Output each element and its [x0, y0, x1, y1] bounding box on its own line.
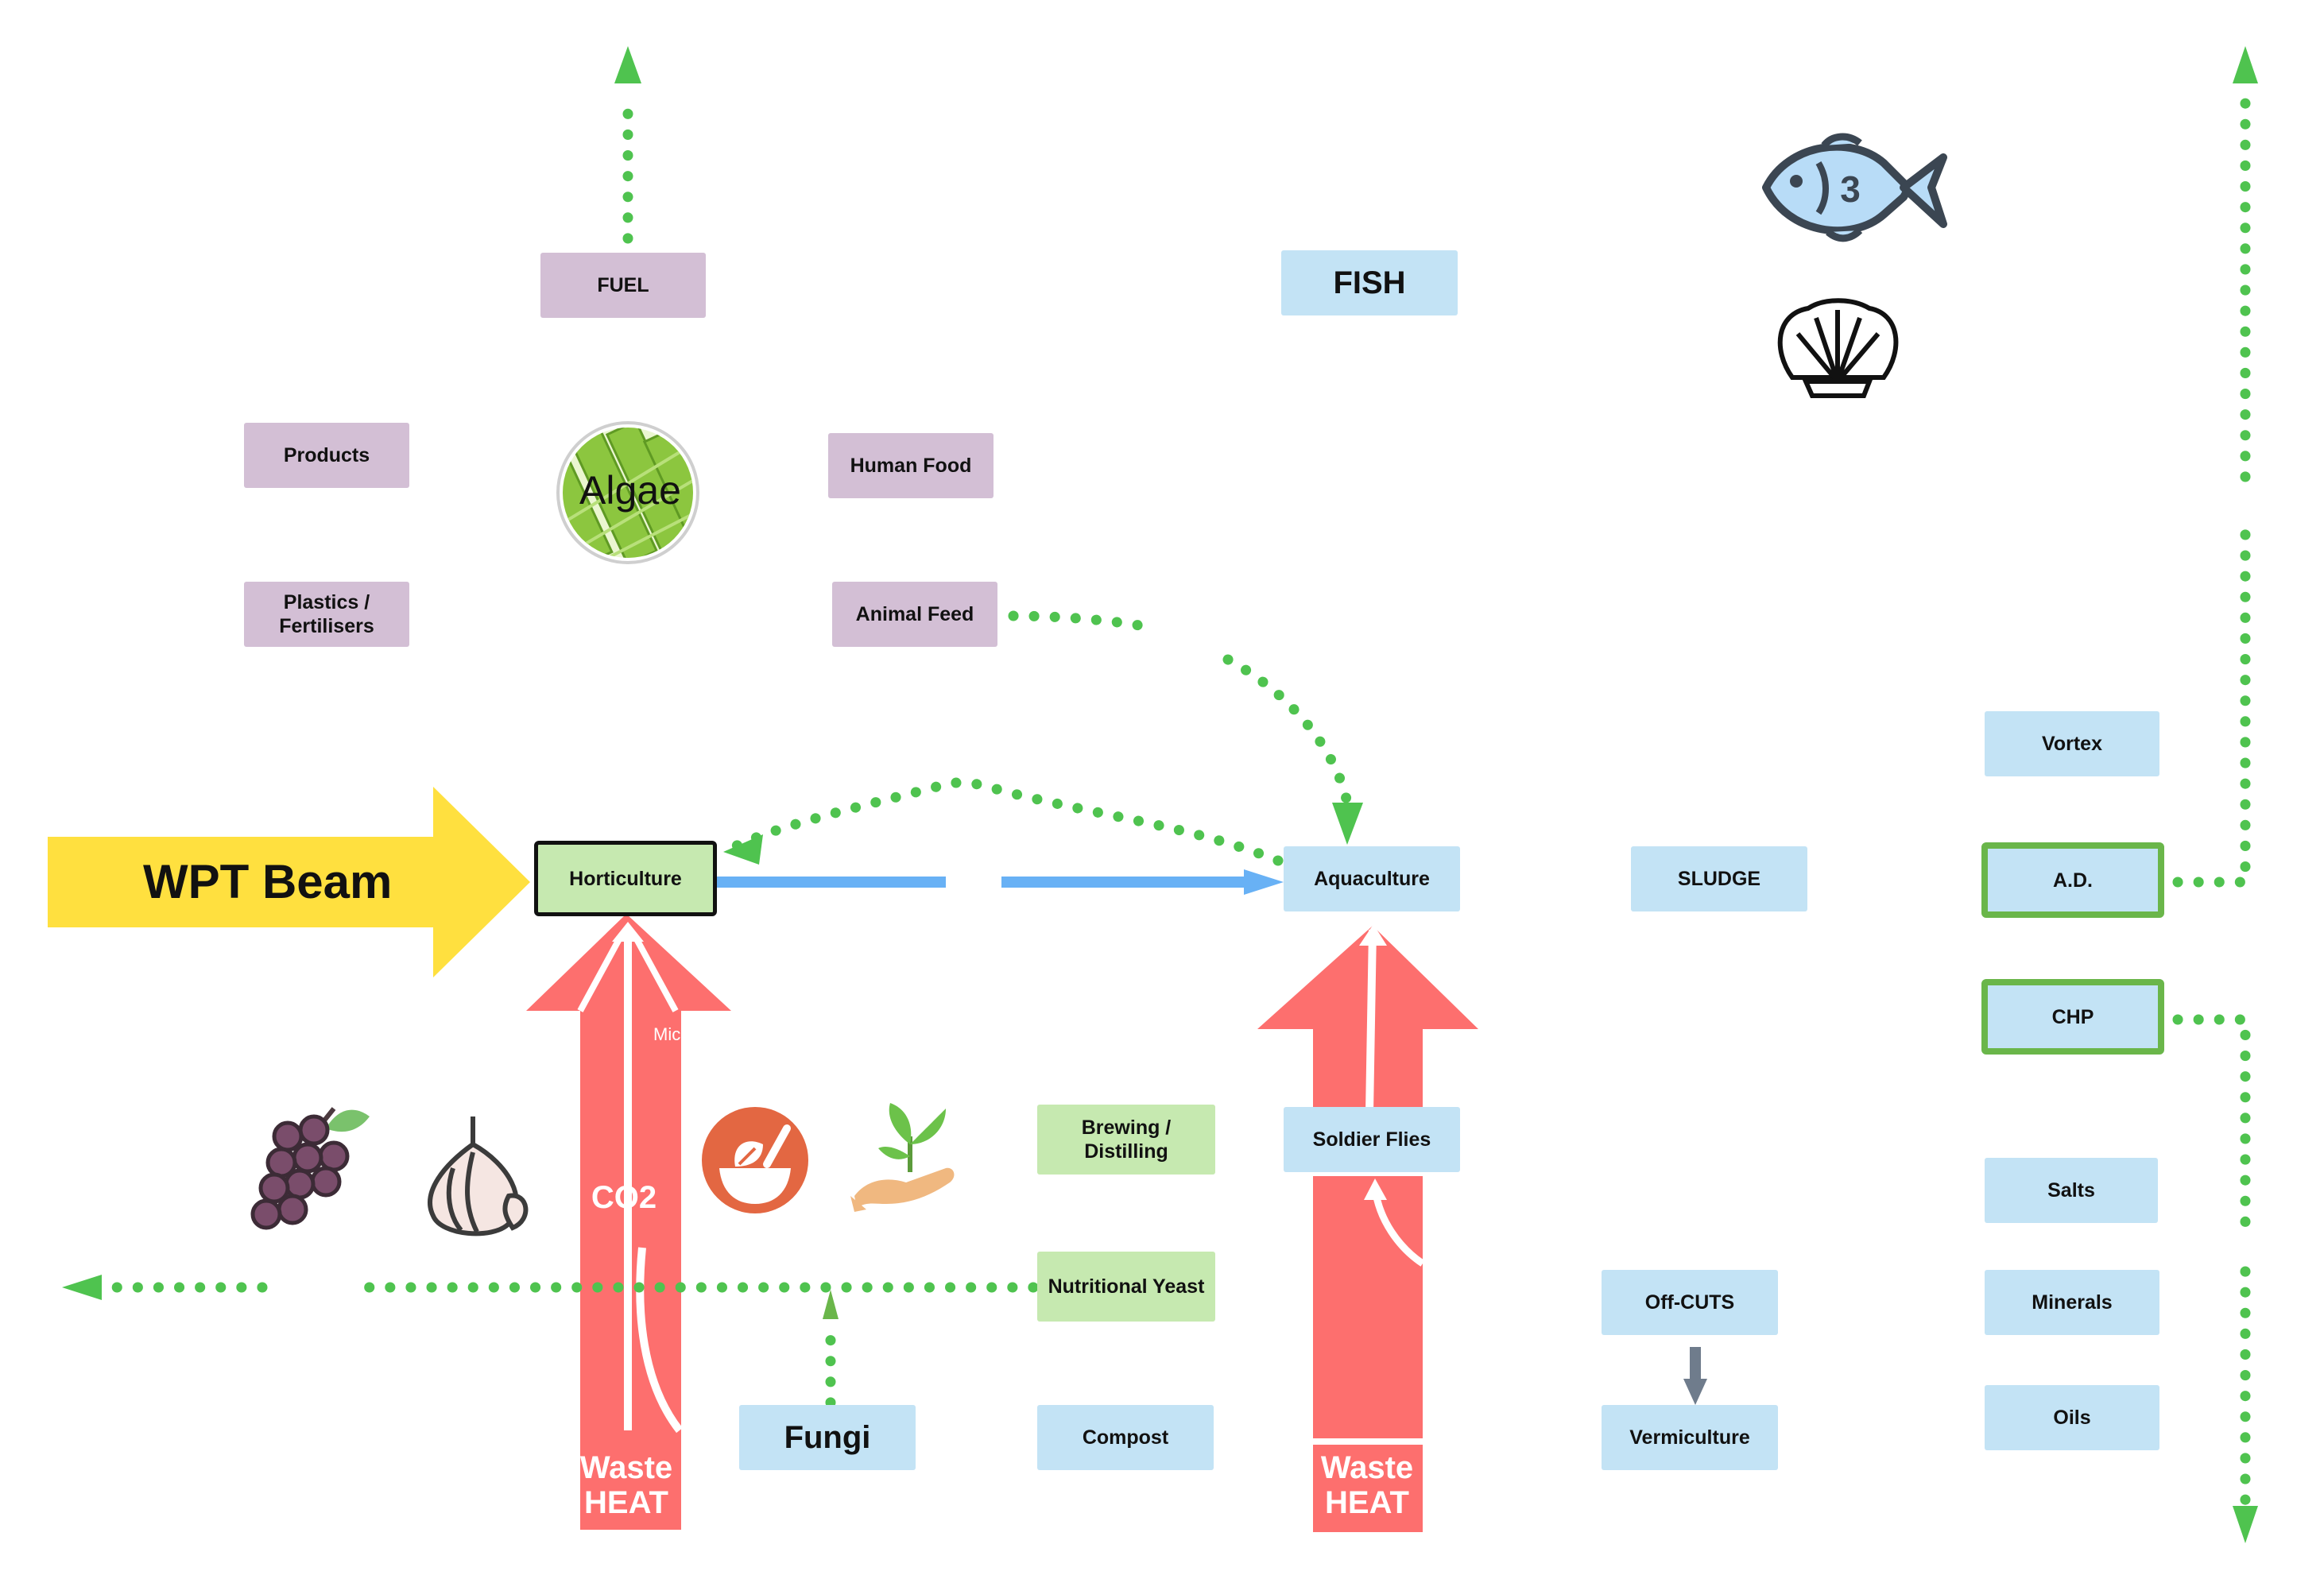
fish-icon: 3	[1762, 133, 1947, 242]
wpt-beam-label: WPT Beam	[143, 855, 393, 908]
seedling-hand-icon	[850, 1103, 955, 1212]
minerals-node: Minerals	[1985, 1270, 2159, 1335]
salts-node: Salts	[1985, 1158, 2158, 1223]
fuel-up-arrowhead	[614, 46, 641, 83]
waste-heat-right-label: Waste HEAT	[1320, 1450, 1414, 1520]
offcuts-node: Off-CUTS	[1602, 1270, 1778, 1335]
vortex-node: Vortex	[1985, 711, 2159, 776]
aquaculture-arrowhead	[1332, 803, 1363, 845]
vermiculture-node: Vermiculture	[1602, 1405, 1778, 1470]
offcuts-to-vermiculture-arrow	[1683, 1347, 1707, 1405]
mortar-herb-icon	[702, 1107, 808, 1213]
mic-label-fragment: Mic	[653, 1025, 681, 1044]
grapes-icon	[250, 1107, 370, 1230]
left-heat-arrow	[526, 914, 731, 1530]
co2-label: CO2	[591, 1180, 657, 1215]
fungi-node: Fungi	[739, 1405, 916, 1470]
ad-up-arrowhead	[2233, 46, 2258, 83]
right-heat-arrow	[1257, 924, 1478, 1532]
left-exit-arrowhead	[62, 1275, 102, 1300]
nutritional-yeast-node: Nutritional Yeast	[1037, 1252, 1215, 1322]
aquaculture-to-horticulture-dotted-flow	[730, 777, 1284, 866]
brewing-distilling-node: Brewing / Distilling	[1037, 1105, 1215, 1175]
fungi-up-arrowhead	[823, 1290, 839, 1319]
animal-feed-node: Animal Feed	[832, 582, 997, 647]
fish-node: FISH	[1281, 250, 1458, 315]
ad-node: A.D.	[1981, 842, 2164, 918]
soldier-flies-node: Soldier Flies	[1284, 1107, 1460, 1172]
feed-to-aquaculture-dotted-flow	[1008, 610, 1353, 808]
oils-node: Oils	[1985, 1385, 2159, 1450]
chp-down-dotted-flow	[2172, 1014, 2251, 1507]
chp-down-arrowhead	[2233, 1506, 2258, 1543]
algae-image	[556, 421, 699, 564]
algae-label: Algae	[579, 468, 681, 513]
sludge-node: SLUDGE	[1631, 846, 1807, 911]
garlic-icon	[428, 1117, 529, 1236]
horticulture-node: Horticulture	[534, 841, 717, 916]
svg-text:3: 3	[1840, 168, 1861, 210]
waste-heat-left-label: Waste HEAT	[579, 1450, 673, 1520]
human-food-node: Human Food	[828, 433, 994, 498]
fuel-node: FUEL	[540, 253, 706, 318]
chp-node: CHP	[1981, 979, 2164, 1055]
aquaculture-node: Aquaculture	[1284, 846, 1460, 911]
horticulture-to-aquaculture-arrow	[715, 869, 1284, 895]
ad-up-dotted-flow	[2172, 90, 2251, 888]
products-node: Products	[244, 423, 409, 488]
compost-node: Compost	[1037, 1405, 1214, 1470]
wpt-beam-arrow	[48, 787, 530, 977]
plastics-fertilisers-node: Plastics / Fertilisers	[244, 582, 409, 647]
horticulture-arrowhead	[723, 834, 763, 865]
shell-icon	[1777, 298, 1899, 398]
